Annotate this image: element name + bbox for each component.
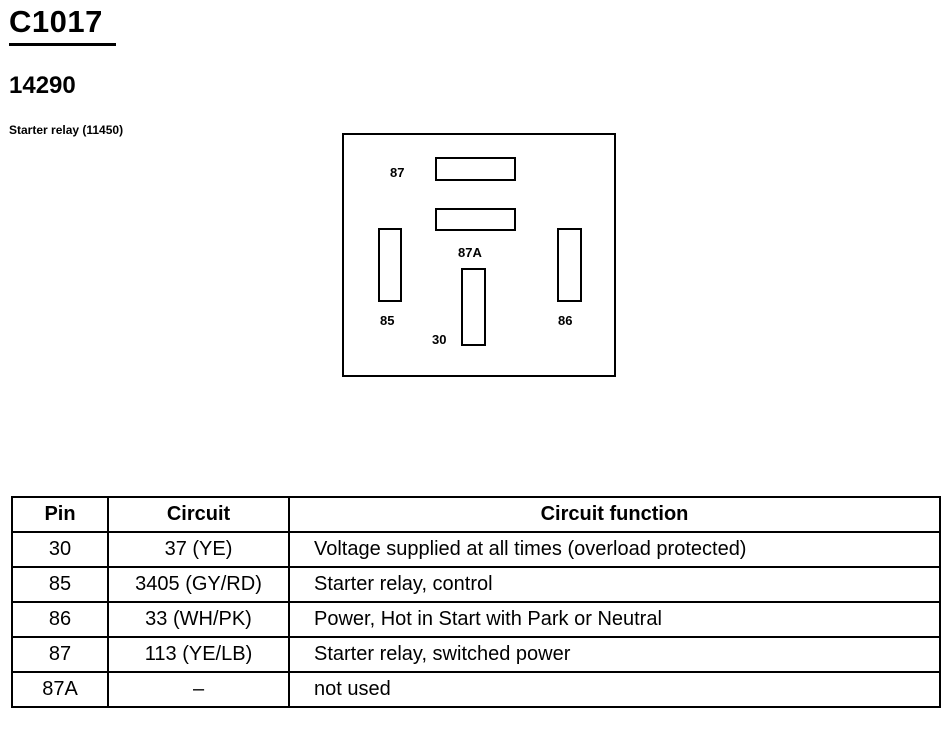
- circuit-cell: 3405 (GY/RD): [107, 566, 290, 603]
- circuit-cell: 33 (WH/PK): [107, 601, 290, 638]
- circuit-function-cell: Voltage supplied at all times (overload …: [288, 531, 941, 568]
- circuit-function-cell: Starter relay, control: [288, 566, 941, 603]
- terminal-label-30: 30: [432, 332, 447, 347]
- table-row: 87 113 (YE/LB) Starter relay, switched p…: [11, 636, 941, 673]
- connector-id: C1017: [9, 4, 103, 39]
- connector-id-underline: [9, 43, 116, 46]
- relay-connector-face: 87 87A 85 30 86: [342, 133, 616, 377]
- terminal-label-85: 85: [380, 313, 395, 328]
- circuit-function-cell: Power, Hot in Start with Park or Neutral: [288, 601, 941, 638]
- pin-cell: 87: [11, 636, 109, 673]
- table-row: 87A – not used: [11, 671, 941, 708]
- pin-cell: 30: [11, 531, 109, 568]
- terminal-label-86: 86: [558, 313, 573, 328]
- pin-cell: 86: [11, 601, 109, 638]
- table-row: 30 37 (YE) Voltage supplied at all times…: [11, 531, 941, 568]
- pin-cell: 87A: [11, 671, 109, 708]
- terminal-label-87: 87: [390, 165, 405, 180]
- terminal-87: [435, 157, 516, 181]
- circuit-cell: 37 (YE): [107, 531, 290, 568]
- column-header-pin: Pin: [11, 496, 109, 533]
- terminal-30: [461, 268, 486, 346]
- pin-table: Pin Circuit Circuit function 30 37 (YE) …: [11, 496, 941, 708]
- table-row: 85 3405 (GY/RD) Starter relay, control: [11, 566, 941, 603]
- column-header-circuit: Circuit: [107, 496, 290, 533]
- circuit-function-cell: Starter relay, switched power: [288, 636, 941, 673]
- circuit-function-cell: not used: [288, 671, 941, 708]
- table-header-row: Pin Circuit Circuit function: [11, 496, 941, 533]
- pin-cell: 85: [11, 566, 109, 603]
- terminal-87a: [435, 208, 516, 231]
- circuit-cell: 113 (YE/LB): [107, 636, 290, 673]
- circuit-cell: –: [107, 671, 290, 708]
- column-header-circuit-function: Circuit function: [288, 496, 941, 533]
- connector-description: Starter relay (11450): [9, 123, 124, 137]
- part-number: 14290: [9, 72, 76, 99]
- terminal-label-87a: 87A: [458, 245, 482, 260]
- terminal-86: [557, 228, 582, 302]
- table-row: 86 33 (WH/PK) Power, Hot in Start with P…: [11, 601, 941, 638]
- terminal-85: [378, 228, 402, 302]
